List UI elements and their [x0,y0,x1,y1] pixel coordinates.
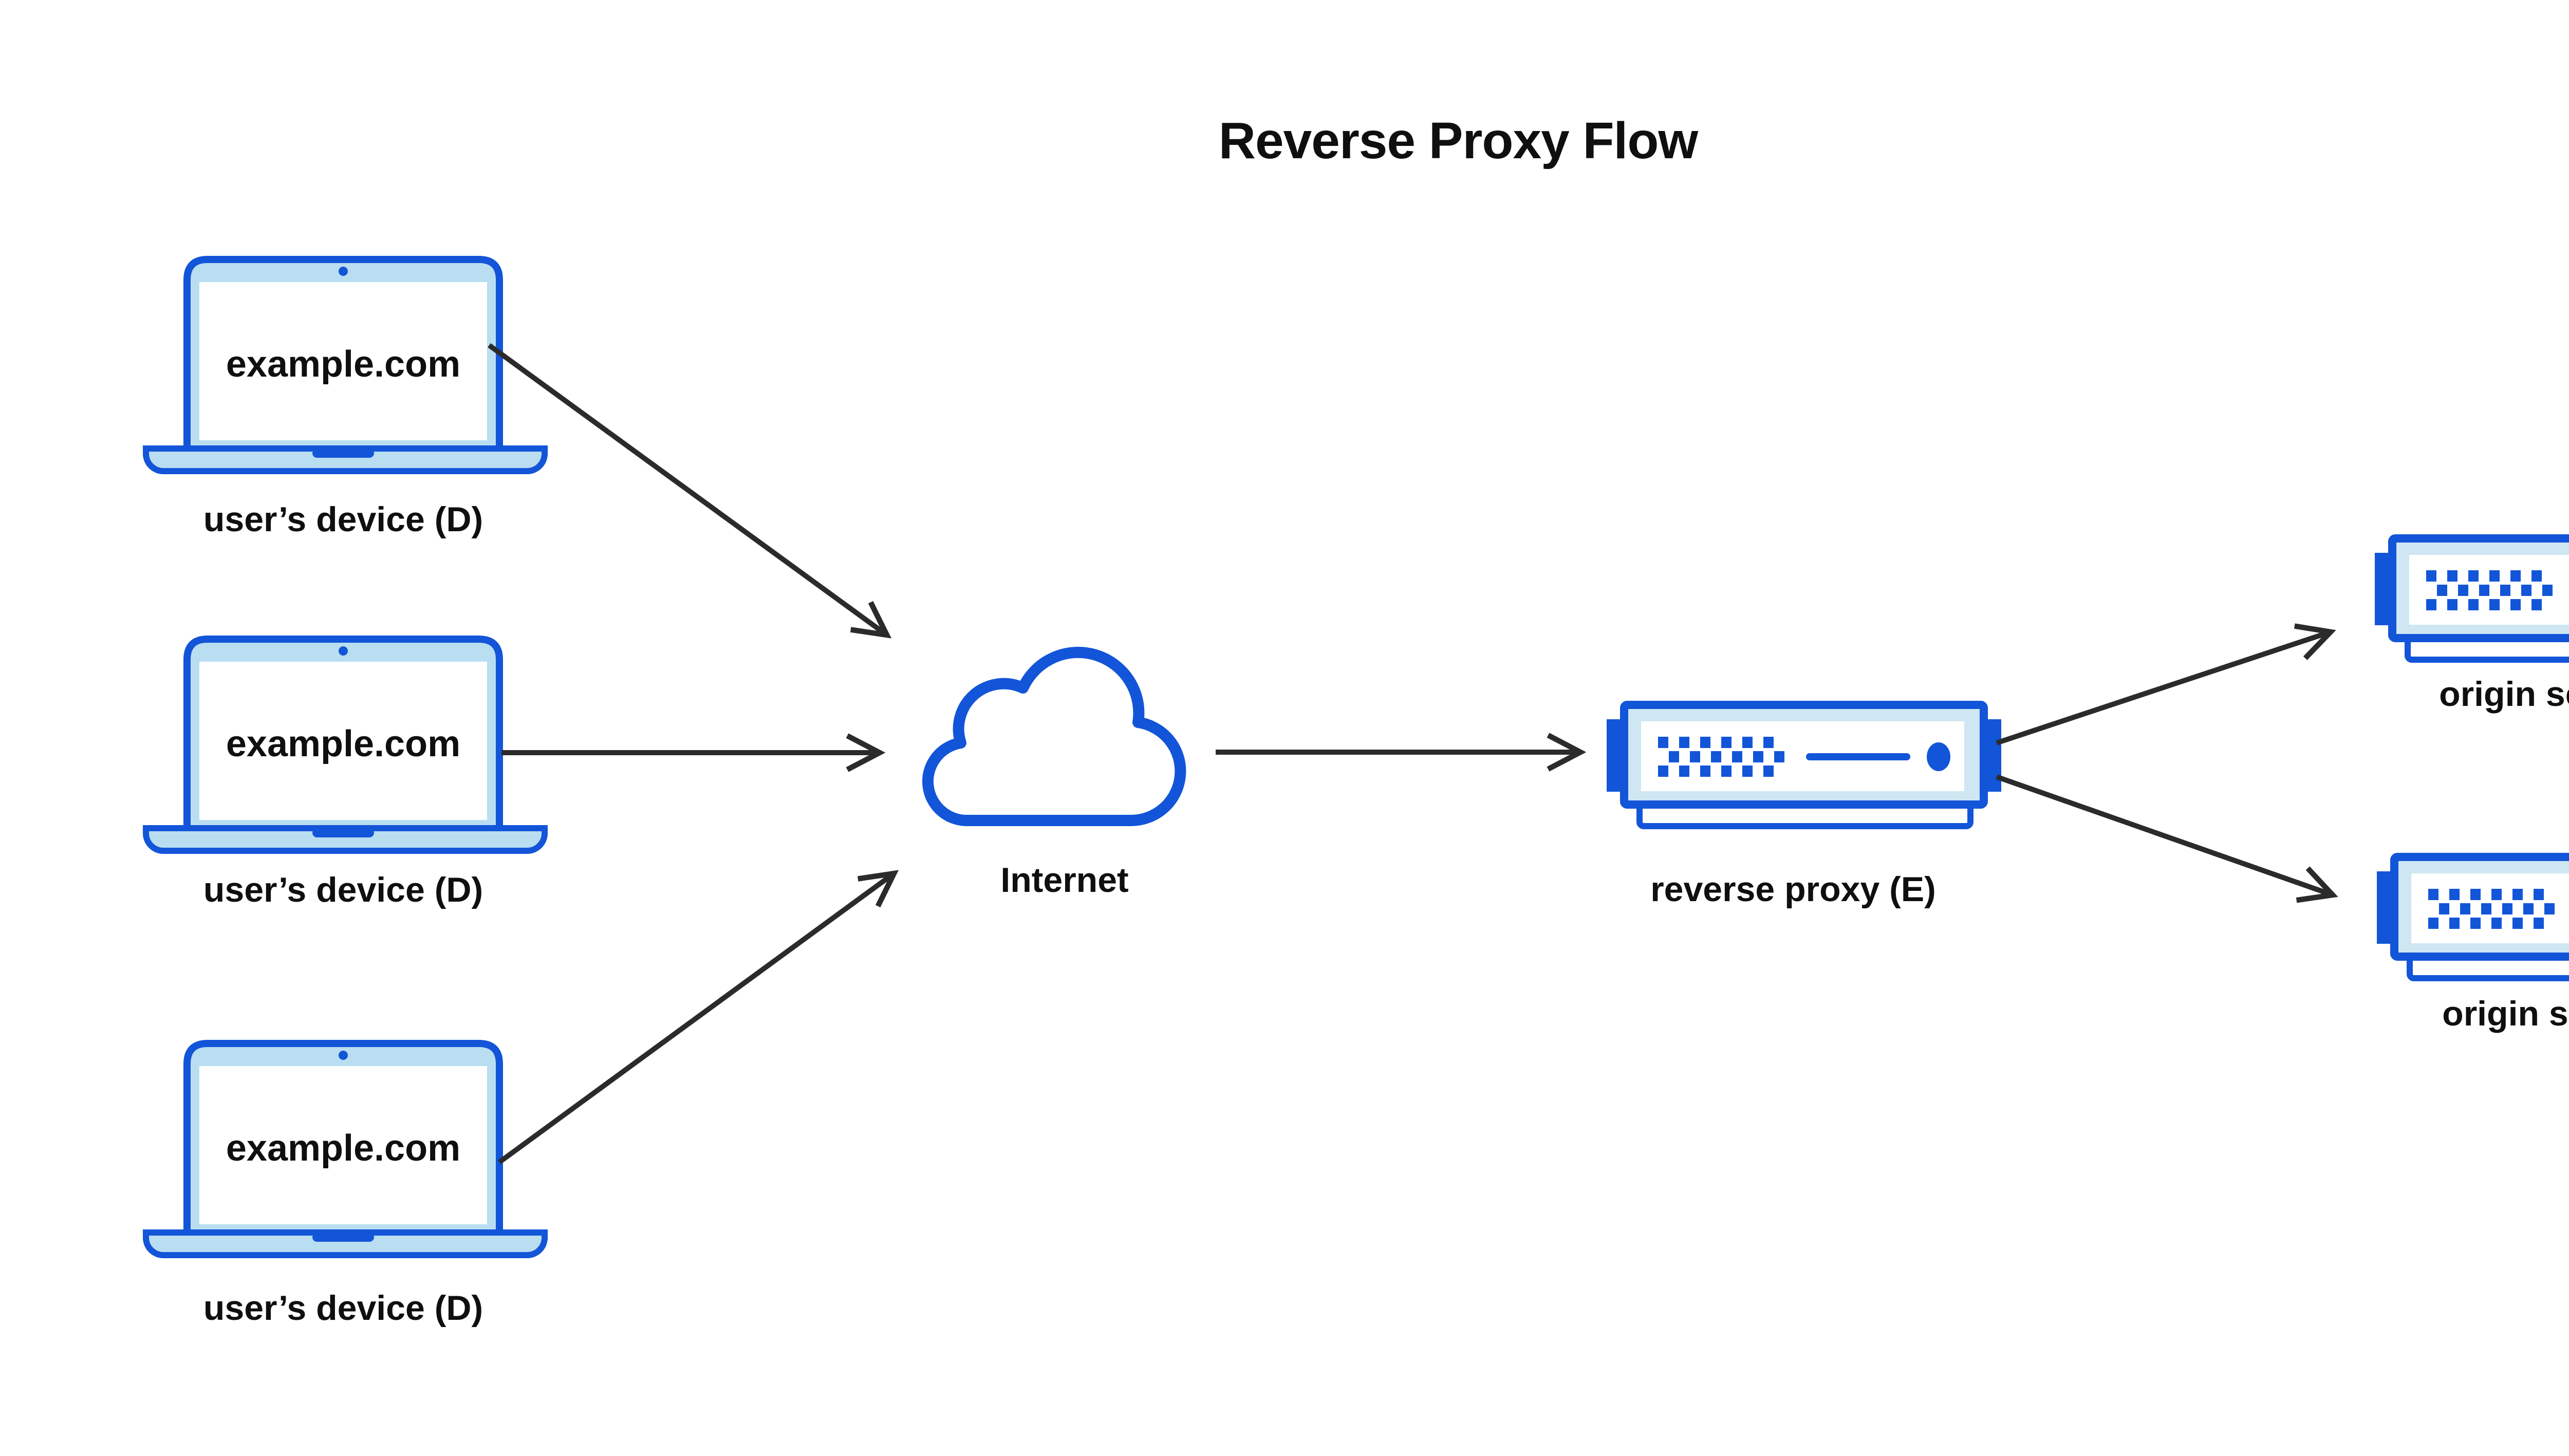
server-icon [1607,705,2001,826]
reverse-proxy-label: reverse proxy (E) [1650,870,1936,909]
user-device-2: example.com [146,639,545,851]
origin-server-node-2 [2377,857,2569,978]
internet-label: Internet [1000,861,1128,900]
diagram-title: Reverse Proxy Flow [1219,112,1699,170]
device-label-3: user’s device (D) [203,1289,483,1328]
device-label-1: user’s device (D) [203,500,483,539]
internet-node [922,646,1186,827]
screen-url-text: example.com [226,1128,460,1169]
cloud-icon [922,646,1186,827]
arrow-device3-to-internet [498,870,899,1165]
user-device-3: example.com [146,1043,545,1255]
origin-server-label-2: origin server (F) [2442,994,2569,1033]
arrow-proxy-to-origin1 [1996,623,2336,745]
user-device-1: example.com [146,259,545,471]
reverse-proxy-node [1607,705,2001,826]
origin-server-node-1 [2375,538,2569,660]
screen-url-text: example.com [226,723,460,764]
server-icon [2377,857,2569,978]
arrow-proxy-to-origin2 [1996,774,2338,903]
server-icon [2375,538,2569,660]
origin-server-label-1: origin server (F) [2439,675,2569,714]
arrow-device1-to-internet [488,343,892,639]
screen-url-text: example.com [226,344,460,385]
device-label-2: user’s device (D) [203,870,483,909]
